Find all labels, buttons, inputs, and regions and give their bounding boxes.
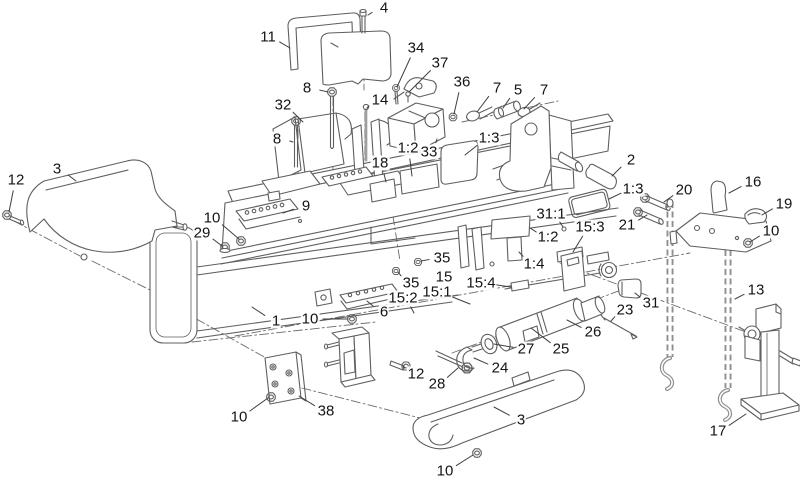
handle-rod-2: [557, 151, 617, 190]
slotted-strip-6: [339, 283, 400, 310]
leader-line: [409, 158, 413, 177]
s-hook-left: [659, 356, 675, 391]
leader-line: [383, 172, 387, 183]
leader-line: [8, 190, 14, 213]
mount-plate-38: [264, 351, 307, 405]
leader-line: [638, 214, 648, 221]
cotter-pin-7-left: [466, 106, 494, 122]
leader-line: [529, 227, 537, 233]
leader-line: [366, 105, 370, 109]
leader-line: [446, 367, 459, 378]
bolt-8-upper: [327, 87, 337, 150]
leader-line: [67, 174, 77, 182]
leader-line: [408, 70, 432, 93]
leader-line: [572, 235, 584, 253]
bolt-12-left: [2, 210, 25, 226]
leader-line: [435, 138, 438, 144]
leader-line: [298, 395, 316, 407]
bolt-4: [359, 8, 367, 34]
leader-line: [493, 406, 510, 416]
leader-line: [611, 166, 622, 177]
leader-line: [663, 195, 674, 203]
leader-line: [453, 92, 460, 115]
left-fender: [26, 159, 188, 261]
leader-line: [728, 413, 747, 426]
nut-36: [448, 112, 458, 122]
leader-line: [455, 454, 474, 467]
nuts: [219, 236, 753, 458]
decal-1-2: [399, 163, 440, 195]
leader-line: [367, 11, 373, 16]
leader-line: [292, 111, 304, 123]
underside-plates: [457, 215, 618, 292]
hitch-pin-23: [600, 314, 638, 340]
leader-line: [212, 238, 223, 247]
leader-line: [530, 327, 551, 344]
chains-13: [659, 198, 733, 422]
leader-line: [493, 283, 512, 288]
leader-line: [396, 57, 411, 88]
screw-37: [405, 91, 411, 103]
leader-line: [608, 192, 622, 200]
leader-lines: [8, 11, 773, 467]
clevis-pin-5: [493, 100, 521, 120]
decal-1-3: [440, 140, 479, 185]
hitch-coupler: [387, 77, 458, 153]
leader-line: [319, 89, 329, 93]
leader-line: [251, 306, 266, 316]
square-pad: [314, 288, 333, 307]
toro-decal: TORO: [568, 188, 611, 219]
jack-stand-17: [738, 303, 800, 421]
leader-line: [410, 306, 415, 314]
leader-line: [397, 271, 402, 277]
bolt-28: [435, 350, 473, 374]
leader-line: [473, 357, 489, 365]
leader-line: [476, 95, 490, 113]
leader-line: [761, 208, 773, 216]
leader-line: [493, 343, 514, 348]
bolt-12-lower: [389, 360, 411, 371]
leader-line: [249, 397, 269, 412]
leader-line: [610, 316, 616, 322]
deflector-shield: [287, 12, 392, 86]
s-hook-right: [717, 388, 733, 422]
axle-tube-assembly: [456, 295, 606, 372]
tongue-bracket: [498, 105, 575, 192]
leader-line: [279, 41, 291, 49]
leader-line: [523, 97, 536, 110]
leader-line: [518, 251, 525, 258]
leader-line: [502, 97, 511, 109]
leader-line: [221, 224, 240, 240]
bolt-14: [362, 103, 370, 162]
leader-line: [749, 235, 760, 243]
leader-line: [420, 259, 430, 262]
leader-line: [402, 365, 406, 369]
leader-line: [559, 221, 564, 228]
cylinder-mount-tower: [321, 118, 407, 196]
leader-line: [464, 143, 479, 156]
leader-line: [366, 300, 374, 307]
tread-plate-9: [235, 198, 301, 230]
leader-line: [566, 319, 582, 328]
pin-21: [633, 207, 664, 225]
leader-line: [728, 186, 742, 194]
bolt-8-lower: [291, 116, 301, 168]
center-bracket: [323, 326, 376, 388]
wedge-19: [744, 208, 768, 225]
leader-line: [448, 295, 471, 305]
leader-line: [282, 208, 295, 214]
leader-line: [634, 292, 641, 298]
leader-line: [734, 293, 745, 300]
bolt-34: [392, 84, 400, 105]
flange-nut-29: [219, 242, 231, 254]
leader-line: [289, 140, 294, 143]
